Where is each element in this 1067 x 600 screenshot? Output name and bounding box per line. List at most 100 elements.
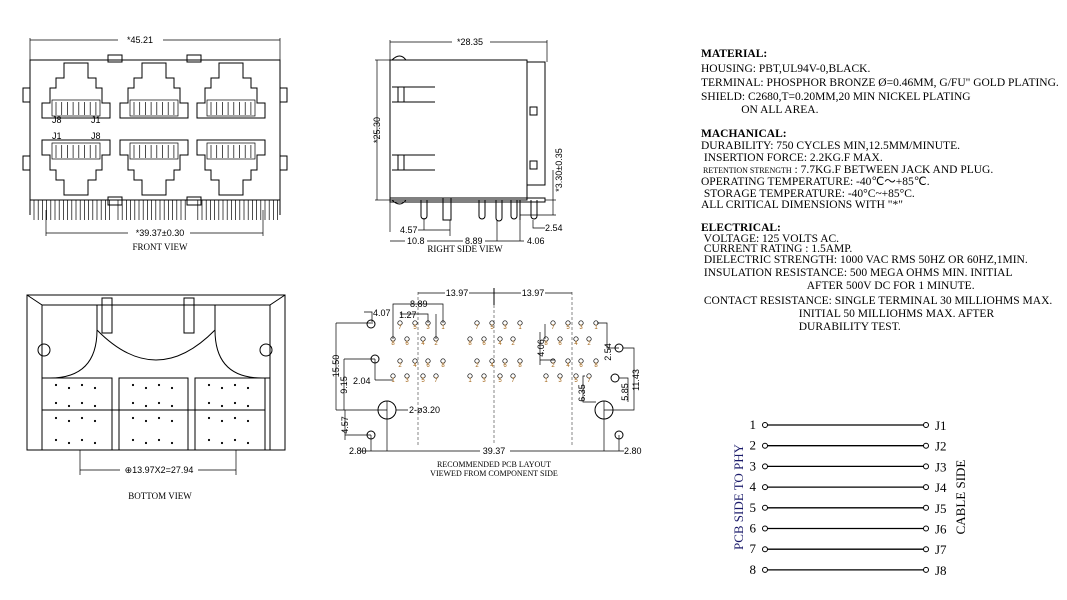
electrical-line: DIELECTRIC STRENGTH: 1000 VAC RMS 50HZ O… — [701, 254, 1028, 266]
mechanical-line: DURABILITY: 750 CYCLES MIN,12.5MM/MINUTE… — [701, 140, 960, 152]
bottom-view: ⊕13.97X2=27.94 BOTTOM VIEW — [26, 294, 286, 501]
pcb-pin-hole — [586, 336, 592, 342]
pin-hole — [157, 416, 161, 420]
electrical-line: AFTER 500V DC FOR 1 MINUTE. — [701, 280, 975, 292]
pcb-pin-number: 7 — [511, 378, 515, 384]
right-side-view: *28.35 *25.30 *3.30±0.35 4.57 2.54 10.8 … — [372, 37, 564, 254]
pcb-pin-hole — [578, 320, 584, 326]
pcb-pin-hole — [420, 373, 426, 379]
pcb-pin-hole — [412, 358, 418, 364]
pcb-pin-hole — [440, 320, 446, 326]
pcb-pin-number: 3 — [558, 378, 562, 384]
pcb-dim-r: 5.85 — [620, 383, 630, 401]
pin-hole — [54, 438, 58, 442]
pin-hole — [220, 441, 224, 445]
front-view-caption: FRONT VIEW — [133, 242, 188, 252]
pcb-pin-hole — [467, 336, 473, 342]
pcb-dim-j: 4.57 — [340, 416, 350, 434]
pcb-pin-number: 2 — [587, 341, 591, 347]
pin-hole — [170, 441, 174, 445]
pin-hole — [93, 419, 97, 423]
pcb-dim-n: 4.06 — [536, 339, 546, 357]
pcb-dim-k: 2.80 — [349, 446, 367, 456]
pcb-pin-hole — [543, 336, 549, 342]
bottom-pitch-dim: ⊕13.97X2=27.94 — [125, 465, 194, 475]
pcb-side-label: PCB SIDE TO PHY — [731, 443, 746, 550]
pcb-pin-number: 8 — [391, 341, 395, 347]
label-j1-bottom: J1 — [52, 131, 62, 141]
pcb-dim-l: 39.37 — [483, 446, 506, 456]
pin-hole — [93, 404, 97, 408]
electrical-line: CURRENT RATING : 1.5AMP. — [701, 243, 853, 255]
rj45-port — [119, 139, 189, 196]
pin-hole — [67, 404, 71, 408]
side-view-caption: RIGHT SIDE VIEW — [427, 244, 503, 254]
pcb-pin-hole — [565, 320, 571, 326]
cable-pin-label: J6 — [935, 522, 947, 537]
pcb-pin-hole — [433, 373, 439, 379]
pcb-pin-number: 6 — [558, 341, 562, 347]
pcb-pin-hole — [425, 358, 431, 364]
mechanical-line: INSERTION FORCE: 2.2KG.F MAX. — [701, 152, 883, 164]
side-height-dim: *25.30 — [372, 117, 382, 143]
pin-hole — [246, 441, 250, 445]
pcb-pin-hole — [390, 373, 396, 379]
pin-hole — [220, 404, 224, 408]
pcb-pin-number: 7 — [475, 325, 479, 331]
pcb-pin-hole — [517, 320, 523, 326]
electrical-line: DURABILITY TEST. — [701, 321, 901, 333]
pin-hole — [246, 419, 250, 423]
pcb-pin-number: 1 — [391, 378, 395, 384]
cable-pin-label: J1 — [935, 418, 947, 433]
mechanical-line: STORAGE TEMPERATURE: -40°C~+85°C. — [701, 188, 915, 200]
rj45-port — [196, 62, 266, 119]
pcb-pin-number: 6 — [482, 341, 486, 347]
bottom-view-caption: BOTTOM VIEW — [128, 491, 192, 501]
pin-hole — [131, 416, 135, 420]
pcb-pin-number: 8 — [468, 341, 472, 347]
electrical-line: VOLTAGE: 125 VOLTS AC. — [701, 233, 840, 245]
electrical-title: ELECTRICAL: — [701, 222, 781, 234]
pcb-pin-hole — [502, 358, 508, 364]
pin-hole — [131, 438, 135, 442]
pcb-pin-hole — [557, 336, 563, 342]
pin-hole — [207, 383, 211, 387]
label-j1-top: J1 — [91, 115, 101, 125]
pin-hole — [54, 401, 58, 405]
pcb-pin-hole — [550, 358, 556, 364]
cable-pin-label: J4 — [935, 480, 947, 495]
mechanical-line: OPERATING TEMPERATURE: -40℃～+85℃. — [701, 176, 930, 188]
pcb-pin-number: 2 — [475, 363, 479, 369]
pcb-pin-hole — [497, 373, 503, 379]
pin-hole — [93, 441, 97, 445]
pin-hole — [246, 404, 250, 408]
pcb-pin-number: 1 — [544, 378, 548, 384]
side-depth-dim: *28.35 — [457, 37, 483, 47]
pcb-pin-number: 4 — [566, 363, 570, 369]
pcb-pin-number: 4 — [413, 363, 417, 369]
material-line: SHIELD: C2680,T=0.20MM,20 MIN NICKEL PLA… — [701, 91, 971, 103]
pcb-pin-number: 6 — [405, 341, 409, 347]
pcb-pin-hole — [502, 320, 508, 326]
pin-hole — [67, 441, 71, 445]
pcb-pin-number: 3 — [405, 378, 409, 384]
pcb-pin-number: 3 — [579, 325, 583, 331]
pcb-pin-number: 4 — [498, 341, 502, 347]
pcb-pin-label: 1 — [750, 417, 757, 432]
side-standoff-dim: *3.30±0.35 — [554, 148, 564, 191]
label-j8-top: J8 — [52, 115, 62, 125]
pin-hole — [131, 383, 135, 387]
pcb-pin-hole — [510, 373, 516, 379]
pcb-pin-number: 8 — [441, 363, 445, 369]
pcb-pin-number: 6 — [579, 363, 583, 369]
pcb-pin-number: 5 — [498, 378, 502, 384]
rj45-port — [119, 62, 189, 119]
pcb-pin-label: 5 — [750, 500, 757, 515]
cable-pin-label: J5 — [935, 501, 947, 516]
cable-side-label: CABLE SIDE — [953, 460, 968, 535]
pcb-dim-c: 8.89 — [410, 299, 428, 309]
pcb-dim-m: 2.80 — [624, 446, 642, 456]
pcb-pin-hole — [543, 373, 549, 379]
